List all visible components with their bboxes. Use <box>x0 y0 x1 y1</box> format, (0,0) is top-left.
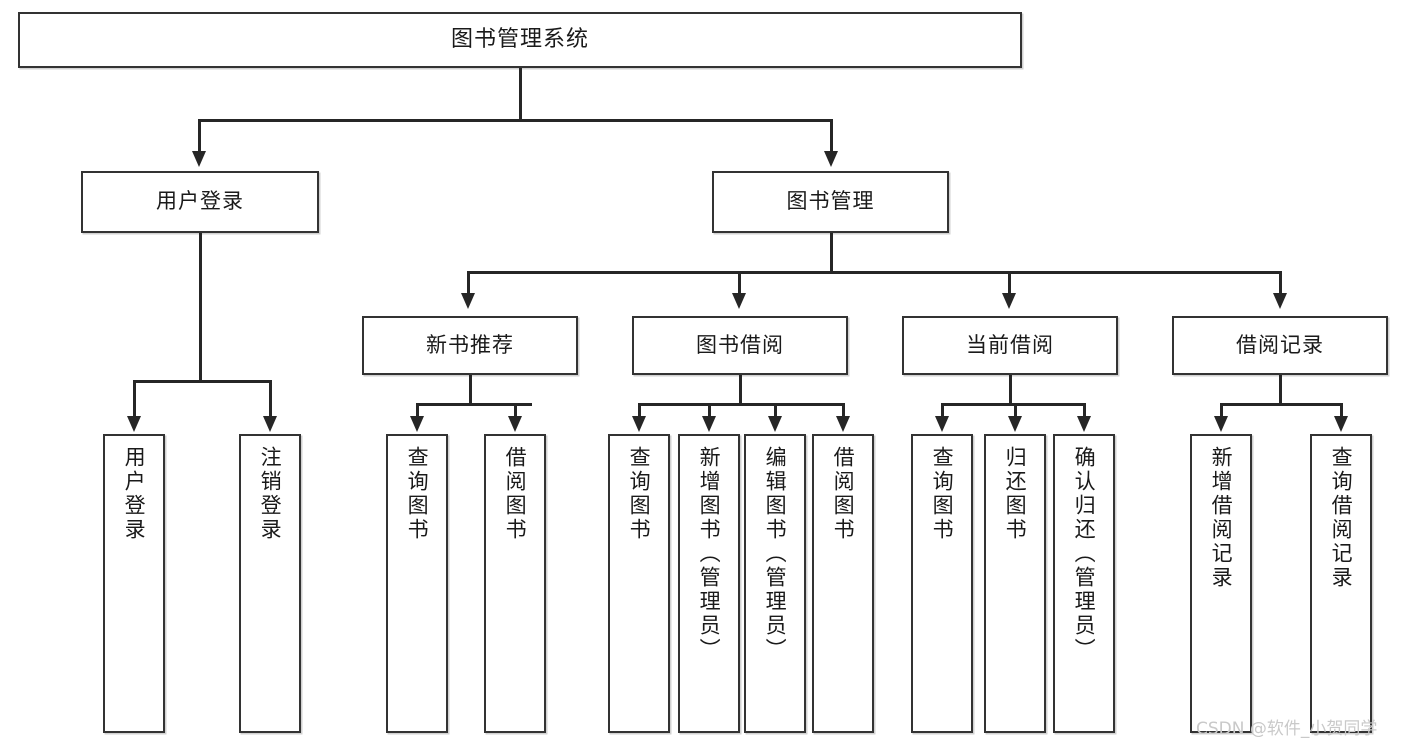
node-label: 查询图书 <box>627 446 652 542</box>
node-label: 注销登录 <box>258 446 283 542</box>
connector-book-borrow-drop-3 <box>774 403 777 418</box>
arrowhead-to-borrow-record <box>1273 293 1287 309</box>
arrowhead-to-book-borrow <box>732 293 746 309</box>
connector-current-borrow-drop-1 <box>941 403 944 418</box>
connector-current-borrow-drop-3 <box>1083 403 1086 418</box>
arrowhead-new-book-leaf-2 <box>508 416 522 432</box>
node-label: 图书管理系统 <box>450 26 589 52</box>
node-current-borrowing[interactable]: 当前借阅 <box>902 316 1118 375</box>
connector-to-book-borrow <box>738 271 741 295</box>
connector-current-borrow-bus <box>941 403 1083 406</box>
connector-book-borrow-bus <box>638 403 844 406</box>
node-label: 新增图书（管理员） <box>697 446 722 662</box>
node-new-book-recommend[interactable]: 新书推荐 <box>362 316 578 375</box>
connector-user-login-stem <box>199 233 202 381</box>
node-user-login[interactable]: 用户登录 <box>81 171 319 233</box>
node-book-management[interactable]: 图书管理 <box>712 171 949 233</box>
arrowhead-to-current-borrow <box>1002 293 1016 309</box>
connector-root-stem <box>519 68 522 120</box>
arrowhead-to-user-login <box>192 151 206 167</box>
connector-user-login-drop-2 <box>269 380 272 418</box>
connector-borrow-record-bus <box>1220 403 1341 406</box>
node-borrow-records[interactable]: 借阅记录 <box>1172 316 1388 375</box>
connector-user-login-drop-1 <box>133 380 136 418</box>
node-label: 查询图书 <box>405 446 430 542</box>
connector-book-borrow-stem <box>739 375 742 405</box>
node-label: 归还图书 <box>1003 446 1028 542</box>
node-label: 查询图书 <box>930 446 955 542</box>
arrowhead-book-borrow-leaf-3 <box>768 416 782 432</box>
node-leaf-edit-book-admin[interactable]: 编辑图书（管理员） <box>744 434 806 733</box>
arrowhead-current-borrow-leaf-2 <box>1008 416 1022 432</box>
arrowhead-to-new-book-rec <box>461 293 475 309</box>
arrowhead-user-login-leaf-2 <box>263 416 277 432</box>
connector-user-login-bus <box>133 380 271 383</box>
connector-to-borrow-record <box>1279 271 1282 295</box>
node-root-library-system[interactable]: 图书管理系统 <box>18 12 1022 68</box>
arrowhead-borrow-record-leaf-1 <box>1214 416 1228 432</box>
connector-book-manage-stem <box>830 233 833 273</box>
node-leaf-confirm-return-admin[interactable]: 确认归还（管理员） <box>1053 434 1115 733</box>
node-leaf-query-books-current[interactable]: 查询图书 <box>911 434 973 733</box>
node-label: 确认归还（管理员） <box>1072 446 1097 662</box>
node-leaf-query-books-borrow[interactable]: 查询图书 <box>608 434 670 733</box>
arrowhead-book-borrow-leaf-1 <box>632 416 646 432</box>
node-label: 当前借阅 <box>966 332 1054 357</box>
node-label: 新增借阅记录 <box>1209 446 1234 590</box>
node-label: 新书推荐 <box>426 332 514 357</box>
arrowhead-user-login-leaf-1 <box>127 416 141 432</box>
node-label: 编辑图书（管理员） <box>763 446 788 662</box>
csdn-watermark: CSDN @软件_小贺同学 <box>1196 719 1378 739</box>
connector-level3-bus <box>467 271 1282 274</box>
node-label: 查询借阅记录 <box>1329 446 1354 590</box>
connector-to-user-login <box>198 119 201 153</box>
node-leaf-user-login[interactable]: 用户登录 <box>103 434 165 733</box>
arrowhead-new-book-leaf-1 <box>410 416 424 432</box>
arrowhead-current-borrow-leaf-1 <box>935 416 949 432</box>
node-label: 借阅图书 <box>831 446 856 542</box>
connector-book-borrow-drop-2 <box>708 403 711 418</box>
node-book-borrowing[interactable]: 图书借阅 <box>632 316 848 375</box>
connector-to-new-book-rec <box>467 271 470 295</box>
arrowhead-current-borrow-leaf-3 <box>1077 416 1091 432</box>
node-label: 用户登录 <box>156 189 244 214</box>
connector-borrow-record-drop-1 <box>1220 403 1223 418</box>
node-leaf-query-borrow-record[interactable]: 查询借阅记录 <box>1310 434 1372 733</box>
node-leaf-borrow-books-recommend[interactable]: 借阅图书 <box>484 434 546 733</box>
node-leaf-add-borrow-record[interactable]: 新增借阅记录 <box>1190 434 1252 733</box>
arrowhead-to-book-manage <box>824 151 838 167</box>
node-label: 借阅图书 <box>503 446 528 542</box>
arrowhead-borrow-record-leaf-2 <box>1334 416 1348 432</box>
connector-new-book-drop-2 <box>514 403 517 418</box>
node-leaf-add-book-admin[interactable]: 新增图书（管理员） <box>678 434 740 733</box>
node-leaf-return-books[interactable]: 归还图书 <box>984 434 1046 733</box>
connector-book-borrow-drop-4 <box>842 403 845 418</box>
node-label: 用户登录 <box>122 446 147 542</box>
connector-borrow-record-drop-2 <box>1340 403 1343 418</box>
connector-new-book-drop-1 <box>416 403 419 418</box>
arrowhead-book-borrow-leaf-4 <box>836 416 850 432</box>
node-label: 图书管理 <box>786 189 875 214</box>
connector-current-borrow-drop-2 <box>1014 403 1017 418</box>
connector-root-bus <box>198 119 832 122</box>
connector-new-book-stem <box>469 375 472 405</box>
connector-book-borrow-drop-1 <box>638 403 641 418</box>
node-leaf-borrow-books[interactable]: 借阅图书 <box>812 434 874 733</box>
connector-current-borrow-stem <box>1009 375 1012 405</box>
node-label: 借阅记录 <box>1236 332 1324 357</box>
node-label: 图书借阅 <box>696 332 784 357</box>
connector-new-book-bus <box>416 403 532 406</box>
arrowhead-book-borrow-leaf-2 <box>702 416 716 432</box>
connector-borrow-record-stem <box>1279 375 1282 405</box>
connector-to-book-manage <box>830 119 833 153</box>
node-leaf-logout[interactable]: 注销登录 <box>239 434 301 733</box>
node-leaf-query-books-recommend[interactable]: 查询图书 <box>386 434 448 733</box>
connector-to-current-borrow <box>1008 271 1011 295</box>
